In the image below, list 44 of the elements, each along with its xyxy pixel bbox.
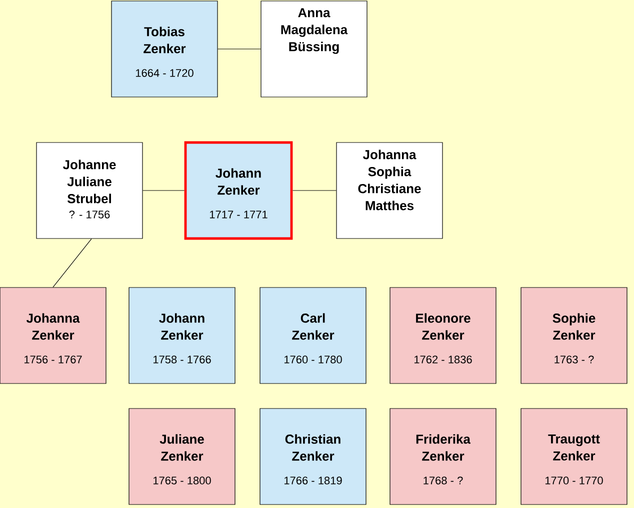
- life-dates: 1717 - 1771: [210, 210, 268, 218]
- person-box: [520, 408, 628, 505]
- person-name: Anna Magdalena Büssing: [281, 8, 348, 54]
- person-name: Eleonore Zenker: [416, 313, 470, 340]
- life-dates: 1770 - 1770: [545, 476, 603, 484]
- person-name: Johanna Sophia Christiane Matthes: [358, 150, 421, 210]
- life-dates: 1762 - 1836: [414, 356, 472, 364]
- person-name: Johann Zenker: [216, 168, 261, 195]
- person-name: Friderika Zenker: [416, 434, 471, 461]
- life-dates: ? - 1756: [69, 210, 110, 218]
- person-box: [0, 287, 106, 384]
- person-name: Christian Zenker: [285, 434, 340, 461]
- family-line: [142, 190, 185, 191]
- person-name: Johanna Zenker: [26, 313, 80, 340]
- person-box: [128, 287, 236, 384]
- person-name: Traugott Zenker: [548, 434, 600, 461]
- person-box: [111, 0, 218, 98]
- life-dates: 1664 - 1720: [136, 69, 194, 77]
- person-box: [36, 142, 143, 239]
- person-box: [390, 287, 496, 384]
- person-box: [184, 141, 293, 240]
- family-line: [218, 48, 261, 50]
- person-box: [128, 408, 236, 505]
- person-box: [520, 287, 628, 384]
- person-box: [390, 408, 496, 505]
- life-dates: 1763 - ?: [554, 356, 594, 364]
- life-dates: 1766 - 1819: [284, 476, 342, 484]
- life-dates: 1768 - ?: [424, 476, 463, 484]
- life-dates: 1756 - 1767: [24, 356, 82, 364]
- life-dates: 1758 - 1766: [153, 356, 211, 364]
- life-dates: 1765 - 1800: [153, 476, 211, 484]
- person-name: Johann Zenker: [159, 313, 204, 340]
- person-box: [260, 408, 366, 505]
- person-box: [336, 142, 443, 239]
- person-box: [260, 287, 366, 384]
- person-name: Carl Zenker: [292, 313, 334, 340]
- person-box: [260, 0, 368, 98]
- family-line: [292, 190, 336, 191]
- life-dates: 1760 - 1780: [284, 356, 342, 364]
- person-name: Juliane Zenker: [160, 434, 204, 461]
- family-line: [52, 238, 92, 288]
- person-name: Tobias Zenker: [144, 26, 186, 54]
- person-name: Johanne Juliane Strubel: [62, 160, 116, 204]
- person-name: Sophie Zenker: [552, 313, 596, 340]
